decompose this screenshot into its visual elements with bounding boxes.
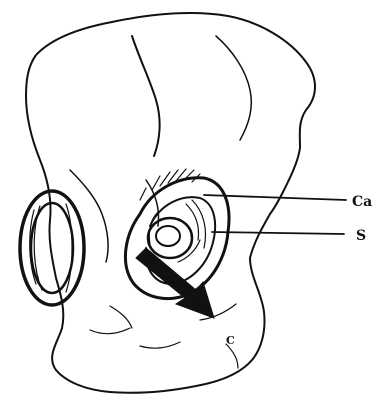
- iliac-crest-inner: [216, 36, 251, 140]
- label-c: C: [226, 334, 235, 347]
- label-ca: Ca: [352, 194, 372, 210]
- iliac-fossa-contour: [132, 36, 160, 156]
- label-s: S: [356, 228, 366, 244]
- femoral-head: [148, 218, 192, 258]
- leader-line-s: [212, 232, 344, 234]
- surface-texture: [90, 304, 238, 368]
- bone-contour-left: [70, 170, 108, 262]
- femoral-head-inner: [156, 226, 180, 246]
